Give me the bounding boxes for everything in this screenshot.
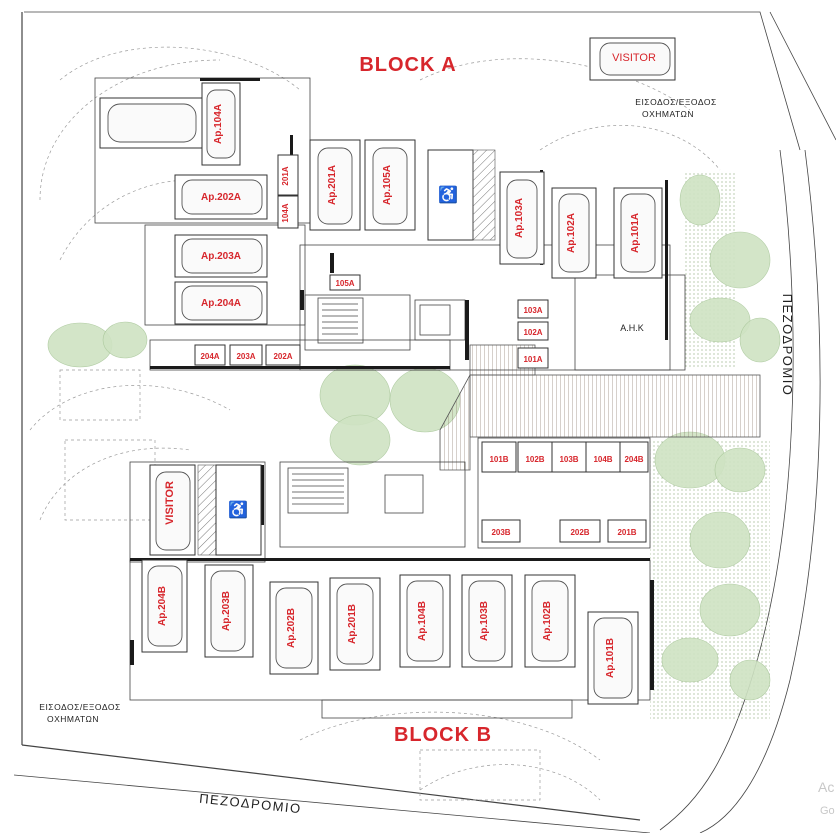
visitor-a-label: VISITOR xyxy=(612,52,656,64)
block-b-parking: ♿ xyxy=(141,441,649,705)
storage-103b: 103B xyxy=(559,455,578,464)
storage-202b: 202B xyxy=(570,528,589,537)
storage-203b: 203B xyxy=(491,528,510,537)
watermark-line2: Go xyxy=(820,805,835,817)
svg-text:♿: ♿ xyxy=(438,185,458,204)
entrance-north-line1: ΕΙΣΟΔΟΣ/ΕΞΟΔΟΣ xyxy=(635,97,716,107)
storage-203a: 203A xyxy=(236,352,255,361)
stair-a xyxy=(317,297,364,344)
storage-102a: 102A xyxy=(523,328,542,337)
parking-label-104b: Ap.104B xyxy=(417,601,428,641)
storage-104b: 104B xyxy=(593,455,612,464)
watermark-line1: Ac xyxy=(818,779,834,795)
parking-label-201b: Ap.201B xyxy=(347,604,358,644)
block-b-title: BLOCK B xyxy=(394,724,492,746)
storage-102b: 102B xyxy=(525,455,544,464)
block-b-structure xyxy=(129,437,654,719)
entrance-south-line1: ΕΙΣΟΔΟΣ/ΕΞΟΔΟΣ xyxy=(39,702,120,712)
parking-label-204b: Ap.204B xyxy=(157,586,168,626)
storage-204a: 204A xyxy=(200,352,219,361)
entrance-north-line2: ΟΧΗΜΑΤΩΝ xyxy=(642,109,694,119)
parking-label-104a: Ap.104A xyxy=(213,104,224,144)
block-a-title: BLOCK A xyxy=(359,54,456,76)
ahk-label: A.H.K xyxy=(620,323,644,333)
storage-103a: 103A xyxy=(523,306,542,315)
storage-101b: 101B xyxy=(489,455,508,464)
parking-label-202a: Ap.202A xyxy=(201,192,241,203)
block-a-parking: ♿ xyxy=(99,37,676,369)
parking-label-202b: Ap.202B xyxy=(286,608,297,648)
storage-label-201a-small: 201A xyxy=(281,166,290,185)
storage-label-104a-small: 104A xyxy=(281,203,290,222)
parking-label-204a: Ap.204A xyxy=(201,298,241,309)
parking-label-103b: Ap.103B xyxy=(479,601,490,641)
street-south-label: ΠΕΖΟΔΡΟΜΙΟ xyxy=(199,791,303,817)
svg-text:♿: ♿ xyxy=(228,500,248,519)
parking-label-203b: Ap.203B xyxy=(221,591,232,631)
parking-label-105a: Ap.105A xyxy=(382,165,393,205)
site-boundary xyxy=(13,11,836,833)
driveway-curves xyxy=(29,46,721,801)
parking-label-203a: Ap.203A xyxy=(201,251,241,262)
storage-204b: 204B xyxy=(624,455,643,464)
street-east-label: ΠΕΖΟΔΡΟΜΙΟ xyxy=(780,294,795,397)
storage-201b: 201B xyxy=(617,528,636,537)
parking-label-201a: Ap.201A xyxy=(327,165,338,205)
storage-202a: 202A xyxy=(273,352,292,361)
stair-b xyxy=(287,467,349,514)
parking-label-102a: Ap.102A xyxy=(566,213,577,253)
parking-label-101b: Ap.101B xyxy=(605,638,616,678)
greenery xyxy=(47,172,781,720)
parking-label-101a: Ap.101A xyxy=(630,213,641,253)
parking-label-103a: Ap.103A xyxy=(514,198,525,238)
storage-101a: 101A xyxy=(523,355,542,364)
entrance-south-line2: ΟΧΗΜΑΤΩΝ xyxy=(47,714,99,724)
storage-105a: 105A xyxy=(335,279,354,288)
visitor-b-label: VISITOR xyxy=(164,481,176,525)
parking-label-102b: Ap.102B xyxy=(542,601,553,641)
